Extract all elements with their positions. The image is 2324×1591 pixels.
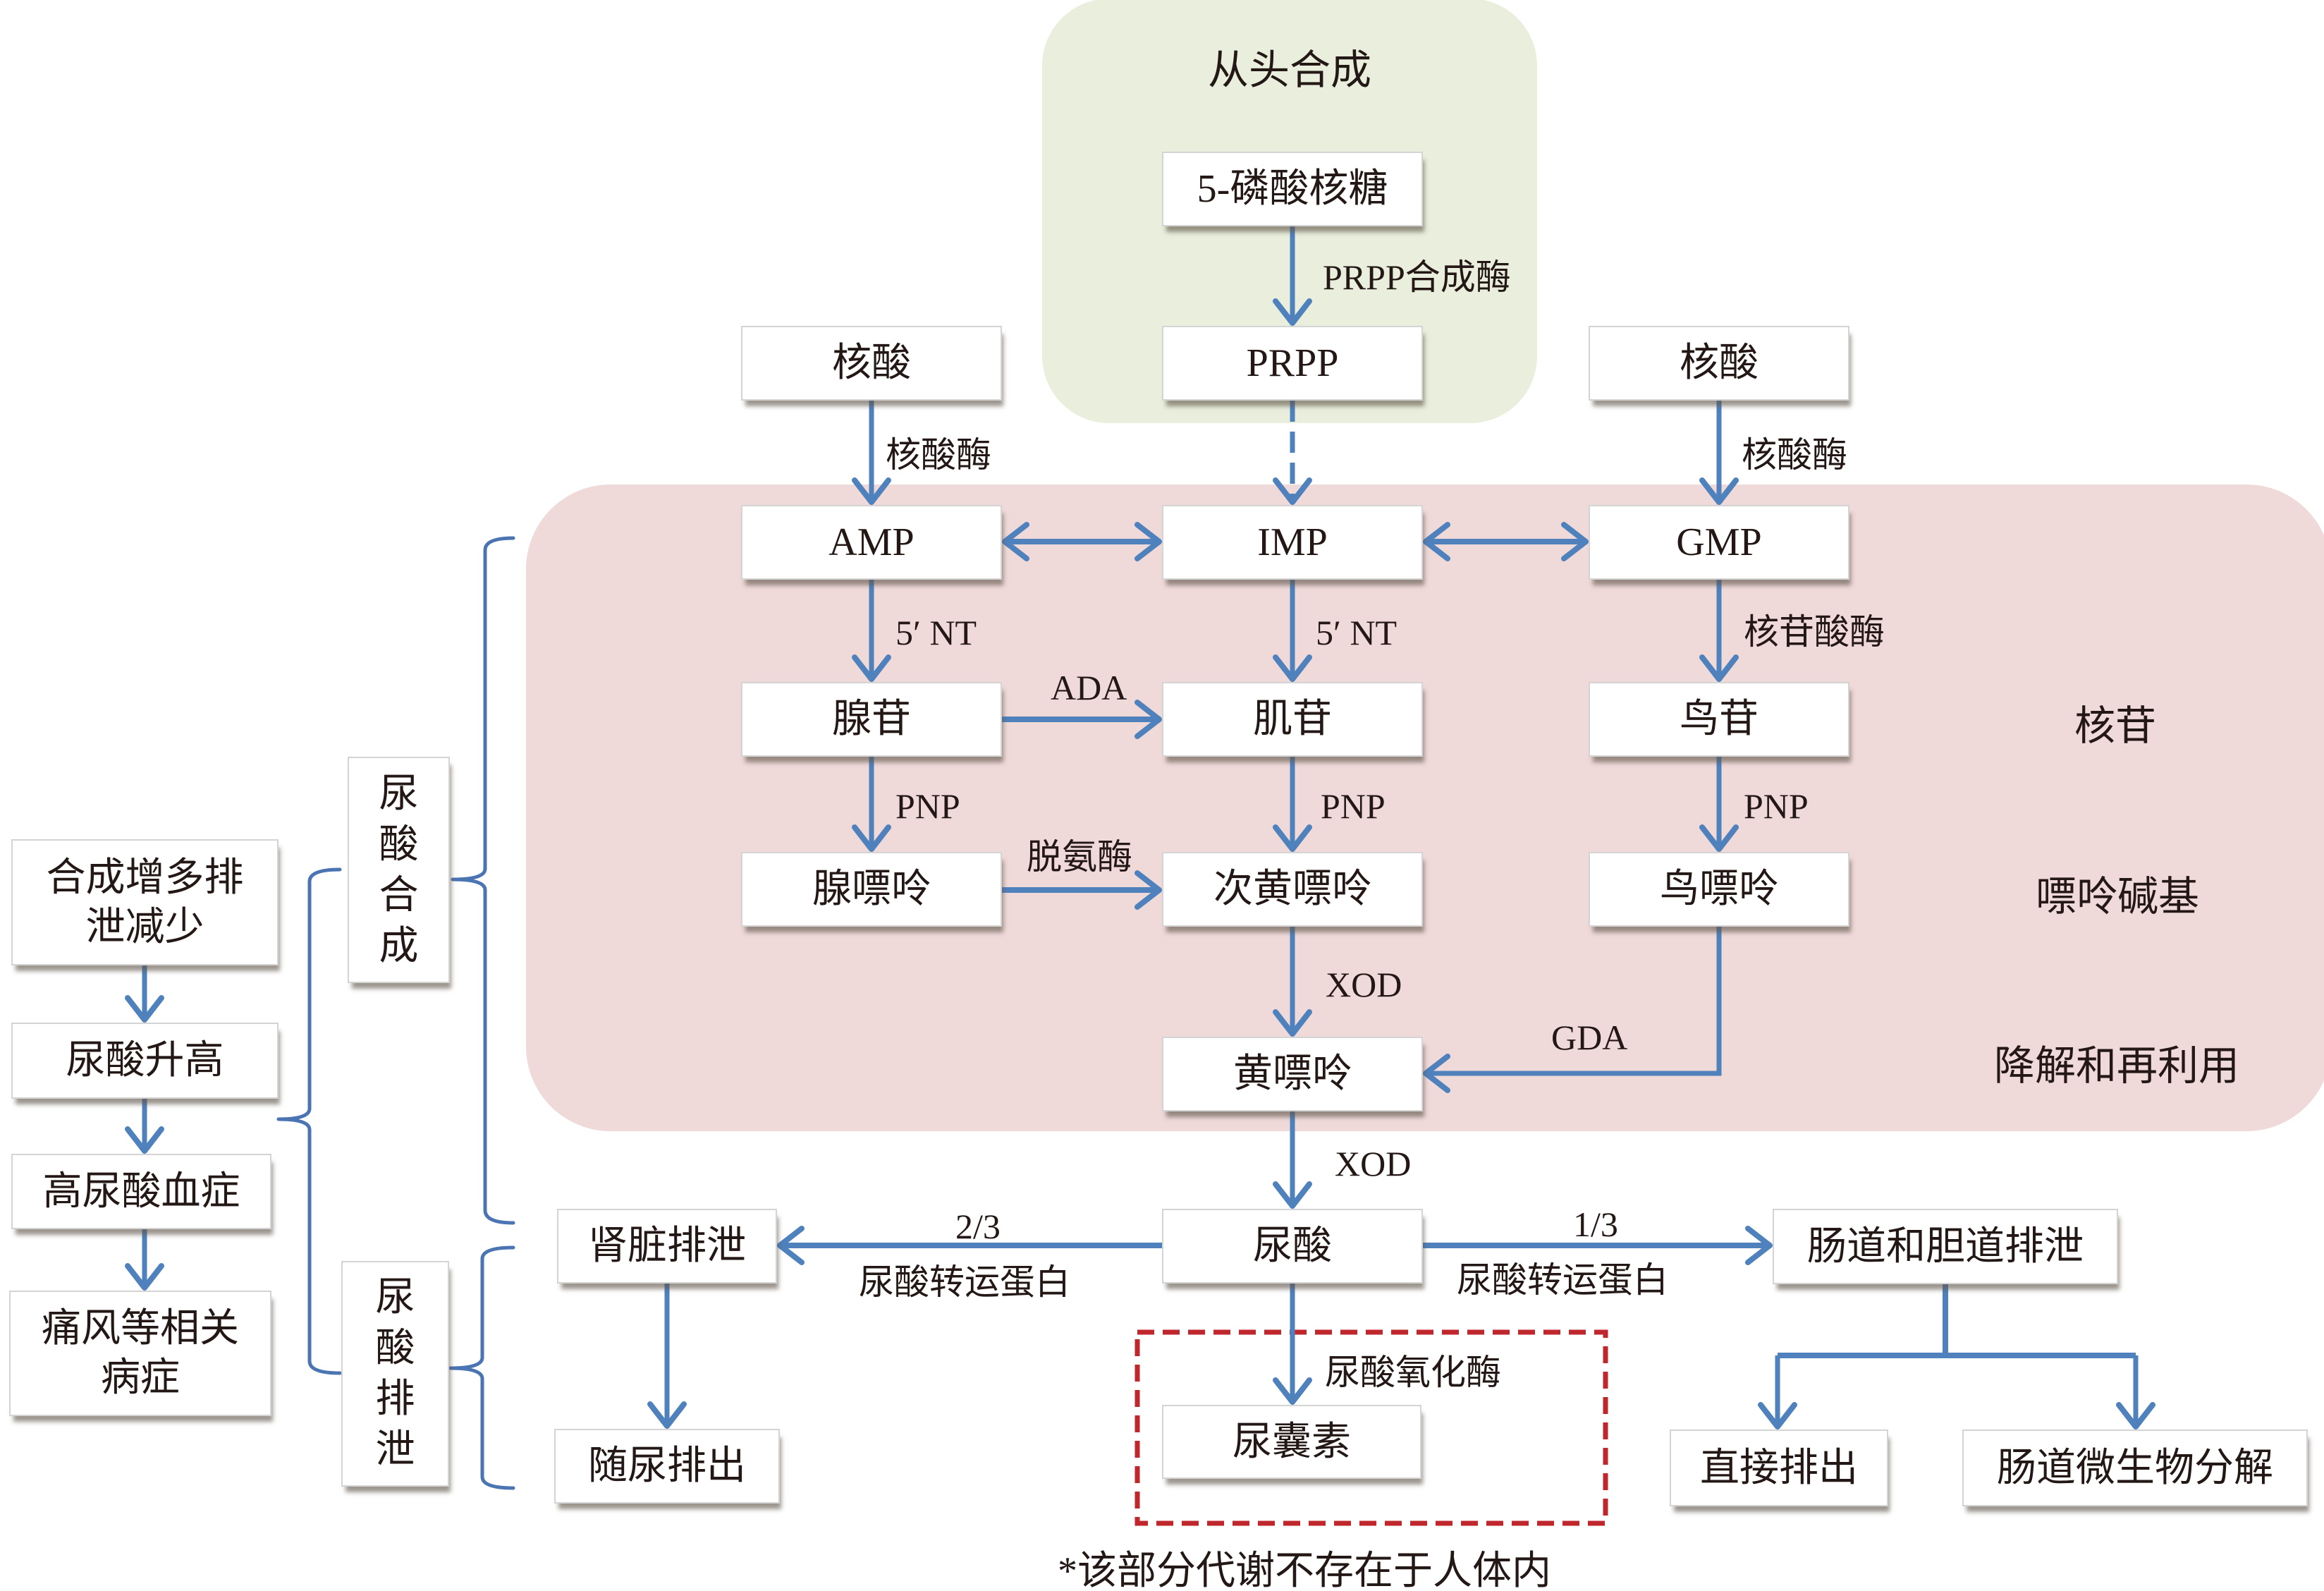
brace-mechanism bbox=[276, 867, 342, 1375]
de-novo-title: 从头合成 bbox=[1207, 47, 1372, 93]
label-pnp-left: PNP bbox=[895, 786, 960, 826]
annotation-nucleosides: 核苷 bbox=[2074, 703, 2157, 749]
label-renal-fraction: 2/3 bbox=[955, 1207, 1001, 1246]
label-gut-fraction: 1/3 bbox=[1573, 1205, 1618, 1244]
node-uric-acid: 尿酸 bbox=[1162, 1209, 1423, 1284]
label-ada: ADA bbox=[1051, 668, 1127, 707]
node-xanthine: 黄嘌呤 bbox=[1162, 1037, 1423, 1111]
category-uric-acid-excretion: 尿酸排泄 bbox=[341, 1261, 449, 1487]
node-guanosine: 鸟苷 bbox=[1589, 682, 1849, 757]
node-hypoxanthine: 次黄嘌呤 bbox=[1162, 852, 1423, 927]
node-gut-biliary-excretion: 肠道和胆道排泄 bbox=[1773, 1209, 2118, 1284]
label-nucleotidase: 核苷酸酶 bbox=[1744, 612, 1885, 652]
flow-step-uric-acid-rise: 尿酸升高 bbox=[11, 1023, 279, 1099]
flow-step-line: 高尿酸血症 bbox=[42, 1169, 240, 1214]
node-microbial-breakdown: 肠道微生物分解 bbox=[1962, 1430, 2308, 1506]
label-uricase: 尿酸氧化酶 bbox=[1325, 1353, 1501, 1392]
flow-step-line: 痛风等相关 bbox=[42, 1307, 239, 1351]
node-adenosine: 腺苷 bbox=[741, 682, 1002, 757]
node-allantoin: 尿囊素 bbox=[1162, 1405, 1421, 1479]
label-5nt-mid: 5′ NT bbox=[1316, 613, 1398, 652]
label-nuclease-left: 核酸酶 bbox=[886, 435, 991, 475]
annotation-degradation-reuse: 降解和再利用 bbox=[1993, 1043, 2240, 1089]
category-uric-acid-synthesis: 尿酸合成 bbox=[348, 757, 450, 983]
label-pnp-mid: PNP bbox=[1321, 786, 1386, 826]
label-xod-1: XOD bbox=[1326, 965, 1402, 1004]
annotation-purine-bases: 嘌呤碱基 bbox=[2035, 874, 2200, 920]
node-renal-excretion: 肾脏排泄 bbox=[557, 1209, 777, 1284]
node-gmp: GMP bbox=[1589, 505, 1849, 580]
category-label: 尿酸合成 bbox=[379, 772, 419, 968]
node-nucleic-acid-left: 核酸 bbox=[741, 326, 1002, 401]
flow-step-line: 泄减少 bbox=[85, 905, 204, 949]
label-deaminase: 脱氨酶 bbox=[1027, 837, 1132, 877]
node-urine-out: 随尿排出 bbox=[554, 1429, 780, 1504]
label-gda: GDA bbox=[1551, 1018, 1628, 1057]
excluded-pathway-frame bbox=[1135, 1329, 1608, 1526]
label-prpp-synthetase: PRPP合成酶 bbox=[1323, 257, 1511, 297]
label-5nt-left: 5′ NT bbox=[895, 613, 977, 652]
arrow-guanine-to-xanthine bbox=[1423, 927, 1722, 1093]
category-label: 尿酸排泄 bbox=[375, 1276, 415, 1472]
flow-step-hyperuricemia: 高尿酸血症 bbox=[11, 1154, 271, 1229]
label-renal-transporter: 尿酸转运蛋白 bbox=[859, 1262, 1070, 1302]
node-imp: IMP bbox=[1162, 505, 1423, 580]
node-guanine: 鸟嘌呤 bbox=[1589, 852, 1849, 927]
flow-step-line: 合成增多排 bbox=[46, 855, 244, 900]
label-nuclease-right: 核酸酶 bbox=[1742, 435, 1847, 475]
degradation-reuse-panel bbox=[526, 484, 2324, 1131]
node-amp: AMP bbox=[741, 505, 1002, 580]
flow-step-line: 尿酸升高 bbox=[66, 1039, 224, 1083]
node-ribose-5-phosphate: 5-磷酸核糖 bbox=[1162, 152, 1423, 226]
node-prpp: PRPP bbox=[1162, 326, 1423, 401]
node-inosine: 肌苷 bbox=[1162, 682, 1423, 757]
flow-step-line: 病症 bbox=[101, 1356, 180, 1400]
label-xod-2: XOD bbox=[1335, 1144, 1412, 1183]
brace-synthesis bbox=[451, 536, 515, 1225]
flow-step-gout-related: 痛风等相关 病症 bbox=[9, 1291, 271, 1416]
label-gut-transporter: 尿酸转运蛋白 bbox=[1457, 1260, 1668, 1300]
brace-excretion bbox=[448, 1245, 515, 1490]
node-nucleic-acid-right: 核酸 bbox=[1589, 326, 1849, 401]
node-direct-out: 直接排出 bbox=[1670, 1430, 1888, 1506]
label-pnp-right: PNP bbox=[1744, 786, 1809, 826]
footnote: *该部分代谢不存在于人体内 bbox=[1058, 1549, 1551, 1591]
flow-step-synthesis-up-excretion-down: 合成增多排 泄减少 bbox=[11, 839, 279, 965]
node-adenine: 腺嘌呤 bbox=[741, 852, 1002, 927]
